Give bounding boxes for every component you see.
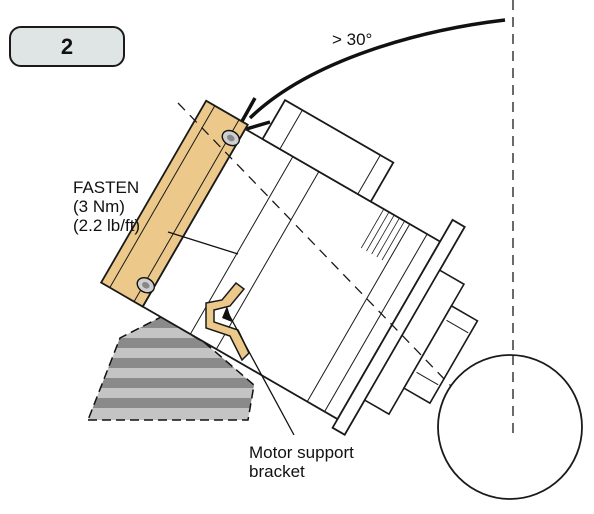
- fasten-leader-line: [167, 231, 239, 255]
- bracket-label-line1: Motor support: [249, 443, 354, 462]
- round-component: [437, 354, 583, 500]
- fasten-torque-imperial: (2.2 lb/ft): [73, 216, 141, 235]
- fasten-label: FASTEN (3 Nm) (2.2 lb/ft): [73, 178, 140, 235]
- bracket-leader-line: [226, 310, 295, 436]
- bracket-label-line2: bracket: [249, 462, 305, 481]
- screw-icon: [136, 277, 156, 294]
- bracket-label: Motor support bracket: [249, 443, 354, 481]
- rotation-arrow: [248, 18, 506, 120]
- fasten-torque-metric: (3 Nm): [73, 197, 125, 216]
- motor-assembly: [99, 98, 479, 436]
- step-number: 2: [60, 33, 74, 59]
- step-number-badge: 2: [9, 26, 125, 67]
- screw-icon: [221, 129, 241, 147]
- fasten-title: FASTEN: [73, 178, 140, 197]
- angle-label: > 30°: [332, 30, 373, 49]
